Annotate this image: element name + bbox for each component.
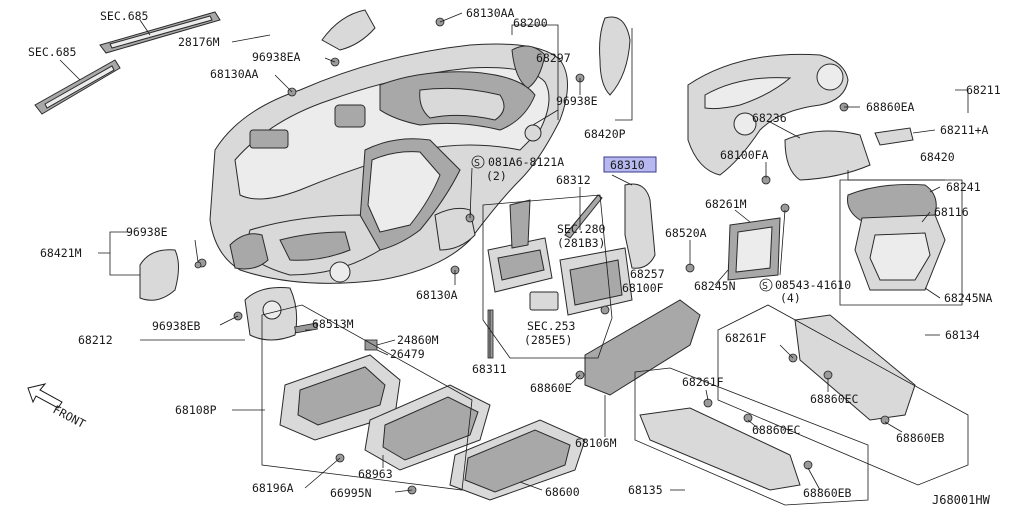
label-96938EA: 96938EA (252, 50, 301, 64)
display-unit-group (727, 217, 781, 281)
label-08543: 08543-41610 (775, 278, 851, 292)
label-68860EC-upper: 68860EC (810, 392, 859, 406)
label-68100F: 68100F (622, 281, 664, 295)
label-68211A: 68211+A (940, 123, 989, 137)
label-68236: 68236 (752, 111, 787, 125)
group-frames (261, 179, 969, 506)
label-68130AA-top: 68130AA (466, 6, 515, 20)
label-68106M: 68106M (575, 436, 617, 450)
label-68297: 68297 (536, 51, 571, 65)
label-68860EB-upper: 68860EB (896, 431, 945, 445)
label-68130AA-left: 68130AA (210, 67, 259, 81)
glovebox-lid-group (279, 354, 401, 441)
svg-text:S: S (474, 158, 480, 169)
label-68211: 68211 (966, 83, 1001, 97)
label-68135: 68135 (628, 483, 663, 497)
label-68860E: 68860E (530, 381, 572, 395)
label-68600: 68600 (545, 485, 580, 499)
label-68108P: 68108P (175, 403, 217, 417)
label-24860M: 24860M (397, 333, 439, 347)
label-68513M: 68513M (312, 317, 354, 331)
svg-text:S: S (762, 281, 768, 292)
label-68116: 68116 (934, 205, 969, 219)
label-68257: 68257 (630, 267, 665, 281)
label-sec253-sub: (285E5) (524, 333, 572, 347)
instrument-panel-assembly (209, 43, 568, 284)
side-vent-group (511, 45, 546, 142)
piece-68211A (874, 127, 914, 146)
strip-68312 (564, 194, 603, 239)
label-68860EA: 68860EA (866, 100, 915, 114)
lid-68421M (139, 249, 179, 301)
trim-panel-68134 (794, 314, 916, 421)
label-68310: 68310 (610, 158, 645, 172)
label-sec280-sub: (281B3) (557, 236, 605, 250)
speaker-grille (321, 9, 376, 51)
label-081A6: 081A6-8121A (488, 155, 564, 169)
leader-lines (59, 12, 969, 493)
label-96938E-top: 96938E (556, 94, 598, 108)
label-68420P: 68420P (584, 127, 626, 141)
label-68134: 68134 (945, 328, 980, 342)
label-sec685-lower: SEC.685 (28, 45, 76, 59)
label-68100FA: 68100FA (720, 148, 769, 162)
label-sec685-upper: SEC.685 (100, 9, 148, 23)
trim-panel-68135 (639, 407, 801, 491)
label-66995N: 66995N (330, 486, 372, 500)
label-68860EC-lower: 68860EC (752, 423, 801, 437)
label-68963: 68963 (358, 467, 393, 481)
diagram-code: J68001HW (932, 493, 991, 507)
panel-68310 (624, 183, 656, 269)
label-08543-qty: (4) (780, 291, 801, 305)
label-68245N: 68245N (694, 279, 736, 293)
label-68421M: 68421M (40, 246, 82, 260)
label-68420: 68420 (920, 150, 955, 164)
label-68261F-upper: 68261F (725, 331, 767, 345)
label-081A6-qty: (2) (486, 169, 507, 183)
cluster-side-piece (599, 16, 631, 96)
label-68261F-lower: 68261F (682, 375, 724, 389)
label-68241: 68241 (946, 180, 981, 194)
fastener-group (194, 17, 890, 495)
label-68860EB-lower: 68860EB (803, 486, 852, 500)
label-68245NA: 68245NA (944, 291, 993, 305)
label-68261M: 68261M (705, 197, 747, 211)
label-68200: 68200 (513, 16, 548, 30)
label-68130A: 68130A (416, 288, 458, 302)
label-96938EB: 96938EB (152, 319, 201, 333)
center-console-upper-group (847, 183, 946, 291)
front-indicator: FRONT (27, 383, 88, 431)
label-68520A: 68520A (665, 226, 707, 240)
defroster-grille-group (34, 11, 221, 115)
label-68212: 68212 (78, 333, 113, 347)
label-68312: 68312 (556, 173, 591, 187)
label-68311: 68311 (472, 362, 507, 376)
screw-symbols: S S (471, 155, 773, 292)
label-26479: 26479 (390, 347, 425, 361)
label-sec253: SEC.253 (527, 319, 576, 333)
front-label: FRONT (51, 402, 88, 431)
cluster-hood-group (687, 53, 849, 176)
label-96938E-left: 96938E (126, 225, 168, 239)
label-28176M: 28176M (178, 35, 220, 49)
finisher-68236 (784, 130, 871, 181)
center-bracket-68106M (584, 299, 701, 396)
highlight-68310 (603, 156, 657, 173)
label-68196A: 68196A (252, 481, 294, 495)
label-sec280: SEC.280 (557, 222, 606, 236)
center-stack-group (487, 199, 633, 316)
part-labels: SEC.685 SEC.685 68130AA 28176M 96938EA 6… (28, 6, 1001, 507)
